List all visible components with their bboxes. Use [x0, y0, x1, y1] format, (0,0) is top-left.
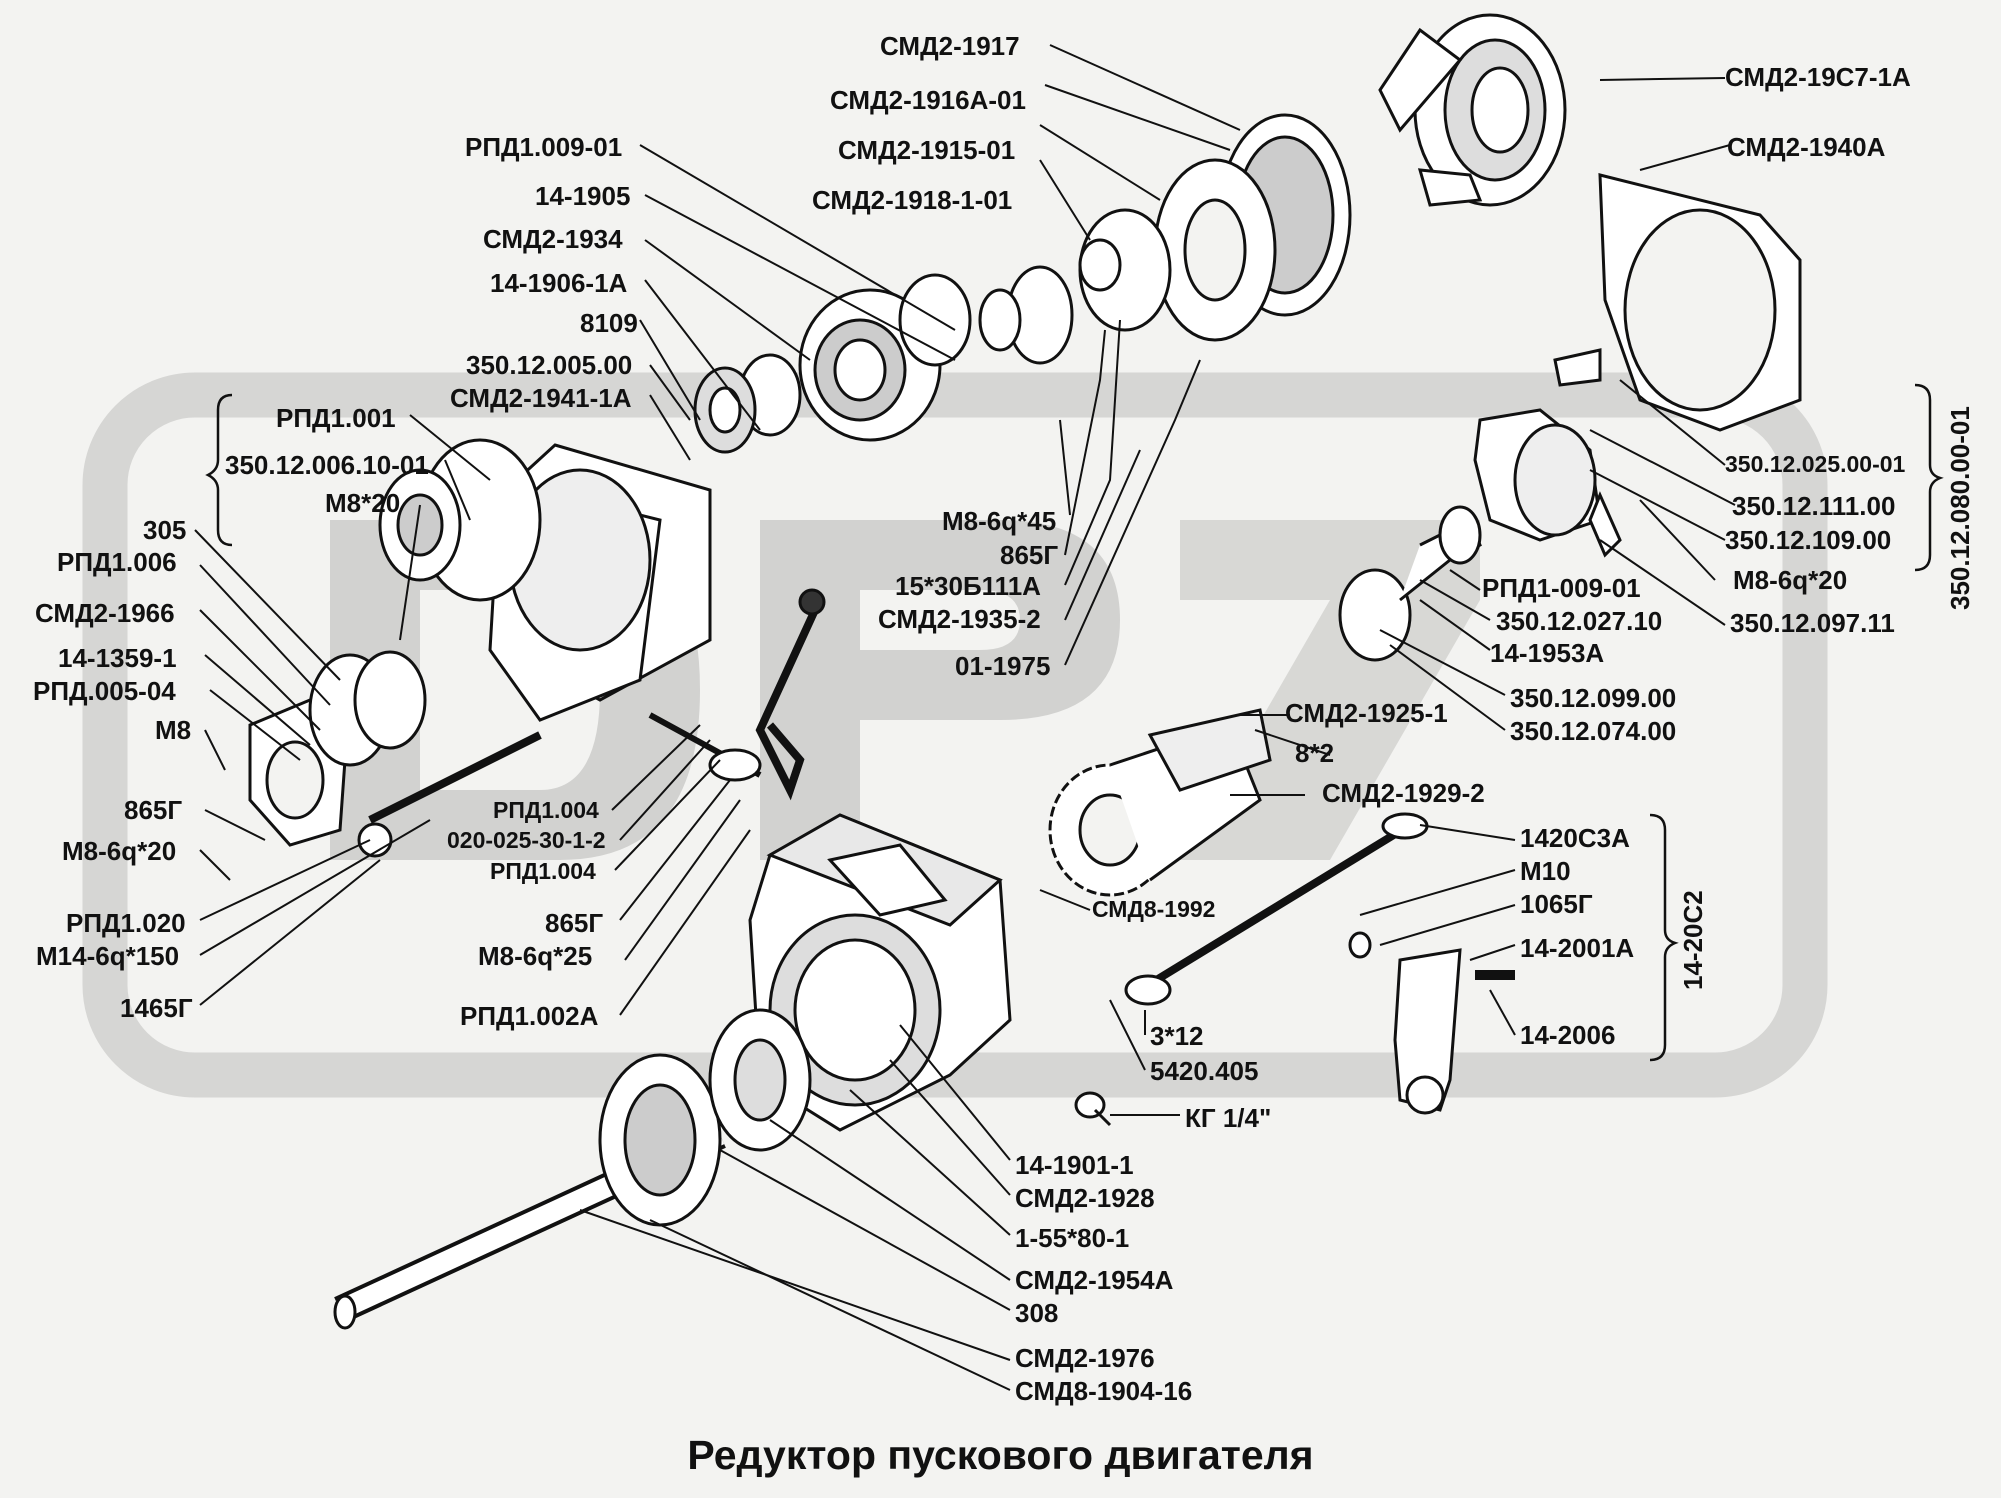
label-3x12: 3*12: [1150, 1021, 1204, 1051]
label-1065g: 1065Г: [1520, 889, 1593, 919]
label-14-1359-1: 14-1359-1: [58, 643, 177, 673]
bearings: [693, 273, 972, 454]
label-rpd-005-04: РПД.005-04: [33, 676, 176, 706]
label-rpd1-009-01: РПД1.009-01: [465, 132, 623, 162]
label-smd8-1992: СМД8-1992: [1092, 896, 1216, 922]
label-rpd1-020: РПД1.020: [66, 908, 186, 938]
label-350-12-025: 350.12.025.00-01: [1725, 451, 1906, 477]
label-smd8-1904-16: СМД8-1904-16: [1015, 1376, 1193, 1406]
label-14-1906-1a: 14-1906-1А: [490, 268, 628, 298]
label-350-12-099: 350.12.099.00: [1510, 683, 1677, 713]
label-350-12-005-00: 350.12.005.00: [466, 350, 633, 380]
label-smd2-1916a-01: СМД2-1916А-01: [830, 85, 1026, 115]
housing-left: [378, 438, 712, 722]
label-smd2-1929-2: СМД2-1929-2: [1322, 778, 1485, 808]
label-smd2-1928: СМД2-1928: [1015, 1183, 1155, 1213]
label-01-1975: 01-1975: [955, 651, 1051, 681]
rod-lower-right: [1124, 812, 1515, 1115]
label-smd2-1954a: СМД2-1954А: [1015, 1265, 1174, 1295]
label-1465g: 1465Г: [120, 993, 193, 1023]
label-rpd1-009-01b: РПД1-009-01: [1482, 573, 1641, 603]
label-smd2-19c7-1a: СМД2-19С7-1А: [1725, 62, 1911, 92]
group-label-350-12-080: 350.12.080.00-01: [1945, 406, 1975, 610]
label-smd2-1935-2: СМД2-1935-2: [878, 604, 1041, 634]
group-label-14-20c2: 14-20С2: [1678, 890, 1708, 990]
label-smd2-1940a: СМД2-1940А: [1727, 132, 1886, 162]
label-865g-low: 865Г: [545, 908, 604, 938]
gearbox-housing: [748, 813, 1012, 1132]
label-m14-6q150: М14-6q*150: [36, 941, 180, 971]
label-308: 308: [1015, 1298, 1059, 1328]
center-gear: [1048, 708, 1272, 897]
label-350-12-109: 350.12.109.00: [1725, 525, 1892, 555]
label-smd2-1917: СМД2-1917: [880, 31, 1020, 61]
label-rpd1-004-a: РПД1.004: [493, 797, 599, 823]
gear-top-right: [1378, 13, 1567, 207]
label-865g-mid: 865Г: [1000, 540, 1059, 570]
label-350-12-111: 350.12.111.00: [1732, 491, 1896, 521]
label-14-2001a: 14-2001А: [1520, 933, 1635, 963]
label-5420-405: 5420.405: [1150, 1056, 1259, 1086]
lever-center: [648, 588, 826, 801]
group-braces: [205, 383, 1944, 1062]
label-m10: М10: [1520, 856, 1571, 886]
label-smd2-1966: СМД2-1966: [35, 598, 175, 628]
label-1420c3a: 1420С3А: [1520, 823, 1630, 853]
label-350-12-074: 350.12.074.00: [1510, 716, 1677, 746]
label-14-1901-1: 14-1901-1: [1015, 1150, 1134, 1180]
label-smd2-1934: СМД2-1934: [483, 224, 623, 254]
plug-kg: [1074, 1091, 1112, 1127]
label-8109: 8109: [580, 308, 638, 338]
gasket-right: [1598, 173, 1802, 432]
label-rpd1-002a: РПД1.002А: [460, 1001, 599, 1031]
label-rpd1-006: РПД1.006: [57, 547, 177, 577]
label-865g-left: 865Г: [124, 795, 183, 825]
label-rpd1-001: РПД1.001: [276, 403, 396, 433]
label-350-12-097: 350.12.097.11: [1730, 608, 1895, 638]
diagram-title: Редуктор пускового двигателя: [687, 1432, 1314, 1478]
label-smd2-1925-1: СМД2-1925-1: [1285, 698, 1448, 728]
label-020-025: 020-025-30-1-2: [447, 827, 606, 853]
clutch-discs: [978, 113, 1352, 365]
label-smd2-1976: СМД2-1976: [1015, 1343, 1155, 1373]
label-m8x20: М8*20: [325, 488, 401, 518]
label-kg14: КГ 1/4": [1185, 1103, 1272, 1133]
label-m8-6q20-right: М8-6q*20: [1733, 565, 1848, 595]
label-15x30b111a: 15*30Б111А: [895, 571, 1041, 601]
label-m8-6q45: М8-6q*45: [942, 506, 1057, 536]
label-14-2006: 14-2006: [1520, 1020, 1616, 1050]
label-14-1905: 14-1905: [535, 181, 631, 211]
label-14-1953a: 14-1953А: [1490, 638, 1605, 668]
label-350-12-006-10-01: 350.12.006.10-01: [225, 450, 429, 480]
label-smd2-1915-01: СМД2-1915-01: [838, 135, 1016, 165]
right-assembly: [1338, 348, 1622, 662]
label-smd2-1918-1-01: СМД2-1918-1-01: [812, 185, 1013, 215]
label-m8-6q25: М8-6q*25: [478, 941, 593, 971]
label-350-12-027: 350.12.027.10: [1496, 606, 1663, 636]
label-m8-6q20-left: М8-6q*20: [62, 836, 177, 866]
label-smd2-1941-1a: СМД2-1941-1А: [450, 383, 632, 413]
label-m8: М8: [155, 715, 192, 745]
label-rpd1-004-b: РПД1.004: [490, 858, 596, 884]
shaft-lower: [333, 1008, 812, 1330]
leader-lines: [194, 44, 1736, 1391]
label-8x2: 8*2: [1295, 738, 1335, 768]
label-305: 305: [143, 515, 187, 545]
label-1-55x80-1: 1-55*80-1: [1015, 1223, 1130, 1253]
